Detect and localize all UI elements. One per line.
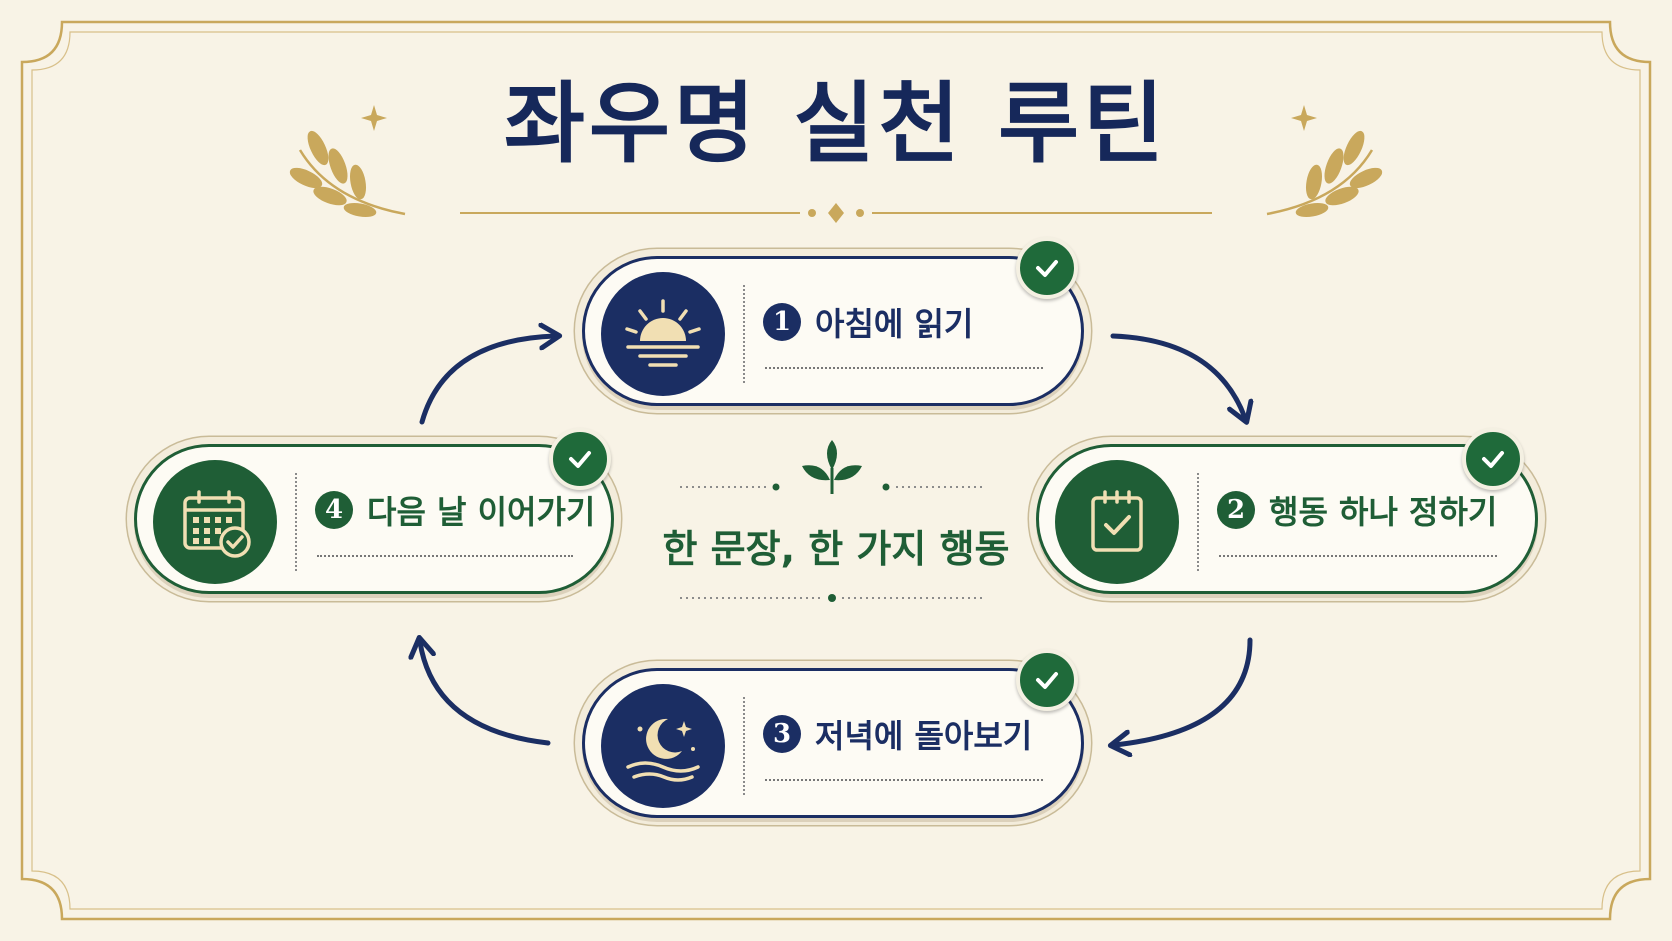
arrow-4-to-1	[419, 336, 555, 425]
sprout-icon	[802, 440, 862, 494]
arrow-1-to-2	[1110, 333, 1245, 418]
card-dotted-line	[1219, 555, 1497, 557]
step-number: 4	[315, 491, 353, 529]
moon-stars-icon	[601, 684, 725, 808]
step-card-1[interactable]: 1 아침에 읽기	[582, 256, 1084, 406]
arrow-2-to-3	[1115, 637, 1253, 745]
step-card-2[interactable]: 2 행동 하나 정하기	[1036, 444, 1538, 594]
card-divider	[743, 285, 745, 383]
check-icon	[1462, 428, 1524, 490]
card-divider	[295, 473, 297, 571]
step-label: 저녁에 돌아보기	[815, 717, 1033, 755]
card-dotted-line	[765, 779, 1043, 781]
step-label: 아침에 읽기	[815, 305, 974, 343]
sunrise-icon	[601, 272, 725, 396]
arrow-3-to-4	[420, 642, 551, 746]
step-card-3[interactable]: 3 저녁에 돌아보기	[582, 668, 1084, 818]
title-underline	[460, 203, 1212, 223]
card-dotted-line	[765, 367, 1043, 369]
center-motto: 한 문장, 한 가지 행동	[662, 527, 1010, 571]
card-divider	[743, 697, 745, 795]
clipboard-check-icon	[1055, 460, 1179, 584]
check-icon	[1016, 649, 1078, 711]
card-dotted-line	[317, 555, 573, 557]
step-number: 3	[763, 715, 801, 753]
check-icon	[549, 428, 611, 490]
calendar-check-icon	[153, 460, 277, 584]
step-number: 2	[1217, 491, 1255, 529]
check-icon	[1016, 237, 1078, 299]
page-title: 좌우명 실천 루틴	[504, 71, 1168, 175]
step-card-4[interactable]: 4 다음 날 이어가기	[134, 444, 614, 594]
step-label: 행동 하나 정하기	[1269, 493, 1498, 531]
step-number: 1	[763, 303, 801, 341]
card-divider	[1197, 473, 1199, 571]
step-label: 다음 날 이어가기	[367, 493, 596, 531]
